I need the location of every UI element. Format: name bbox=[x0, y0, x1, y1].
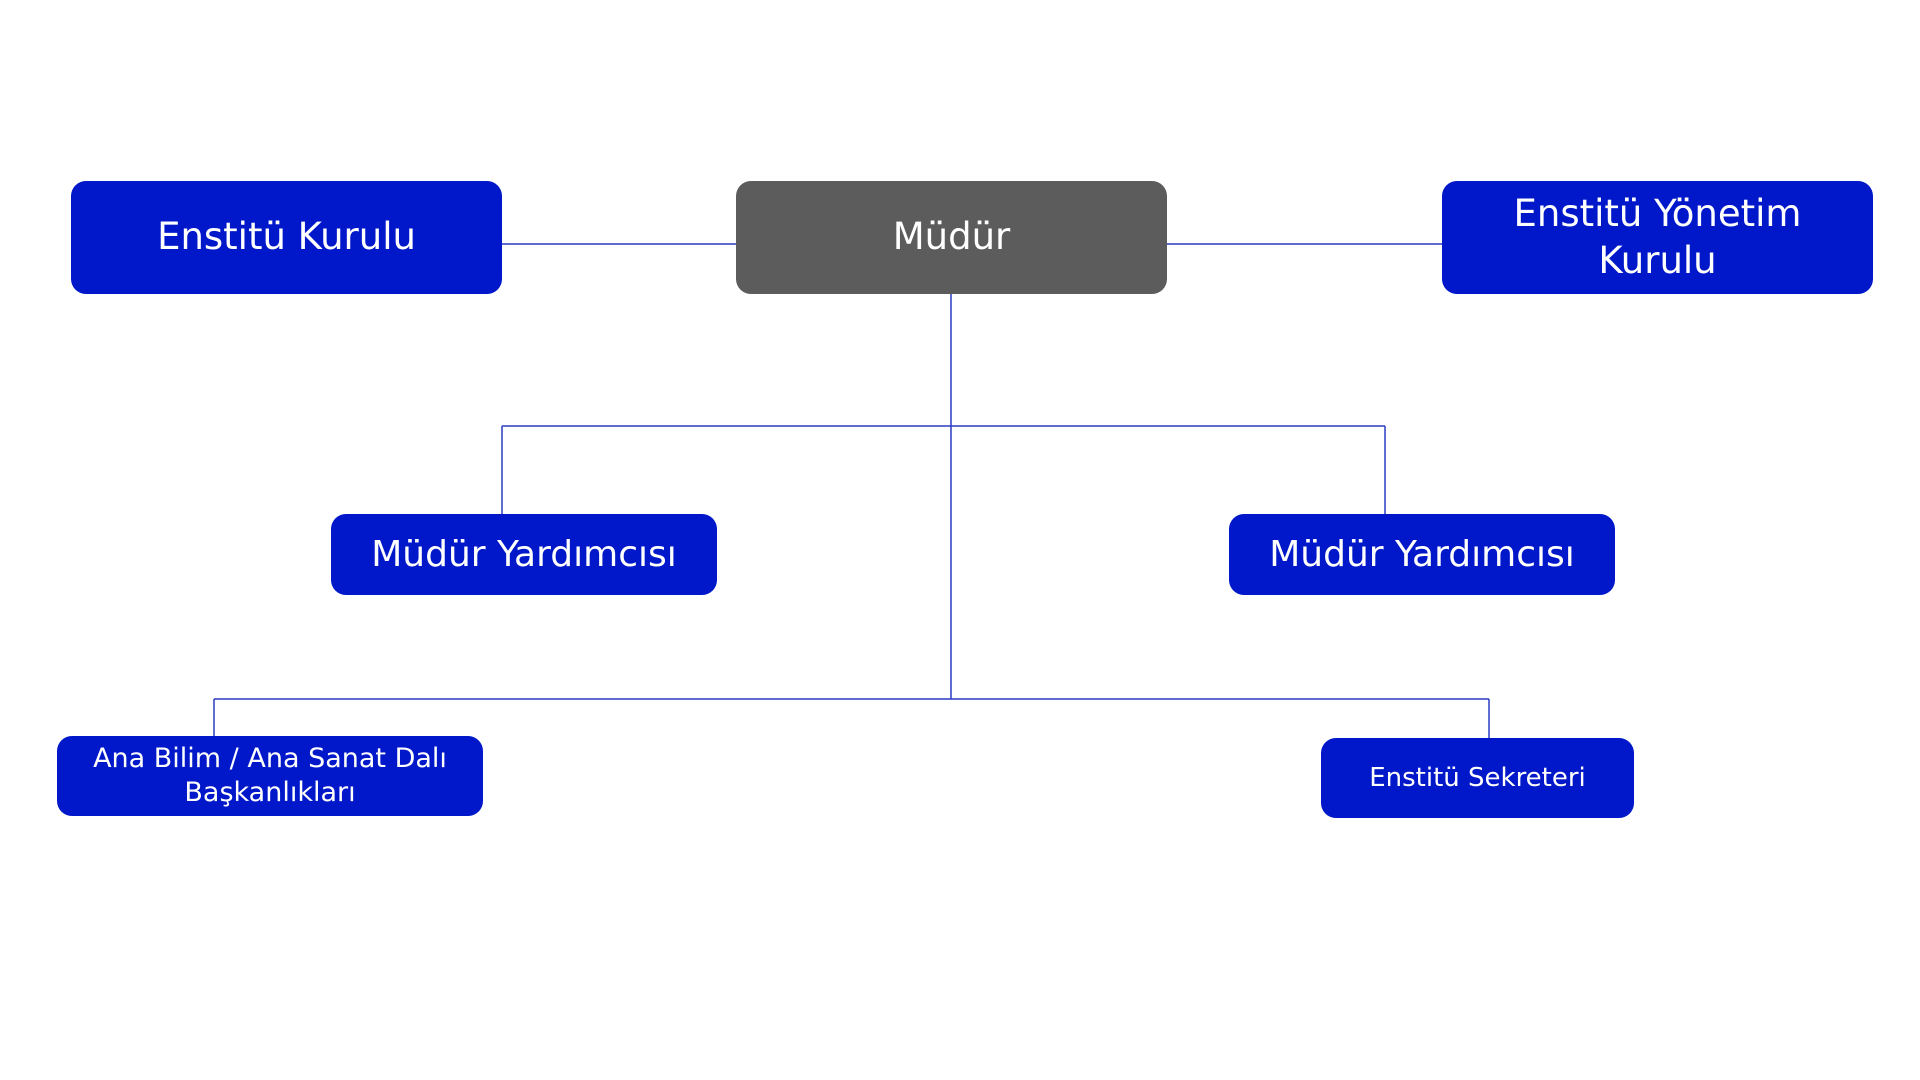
node-mudur: Müdür bbox=[736, 181, 1167, 294]
node-enstitu-kurulu-label: Enstitü Kurulu bbox=[157, 215, 416, 259]
node-ana-bilim-label-line2: Başkanlıkları bbox=[184, 777, 356, 808]
node-ana-bilim-label-line1: Ana Bilim / Ana Sanat Dalı bbox=[93, 743, 447, 775]
node-mudur-yardimcisi-left-label: Müdür Yardımcısı bbox=[371, 534, 677, 575]
node-mudur-yardimcisi-left: Müdür Yardımcısı bbox=[331, 514, 717, 595]
node-enstitu-sekreteri: Enstitü Sekreteri bbox=[1321, 738, 1634, 818]
node-enstitu-yonetim-kurulu-label: Enstitü Yönetim Kurulu bbox=[1513, 192, 1802, 282]
node-enstitu-yonetim-kurulu: Enstitü Yönetim Kurulu bbox=[1442, 181, 1873, 294]
node-ana-bilim-baskanliklari: Ana Bilim / Ana Sanat Dalı Başkanlıkları bbox=[57, 736, 483, 816]
node-mudur-label: Müdür bbox=[892, 215, 1011, 259]
node-mudur-yardimcisi-right: Müdür Yardımcısı bbox=[1229, 514, 1615, 595]
node-mudur-yardimcisi-right-label: Müdür Yardımcısı bbox=[1269, 534, 1575, 575]
node-enstitu-sekreteri-label: Enstitü Sekreteri bbox=[1369, 762, 1586, 793]
node-enstitu-kurulu: Enstitü Kurulu bbox=[71, 181, 502, 294]
